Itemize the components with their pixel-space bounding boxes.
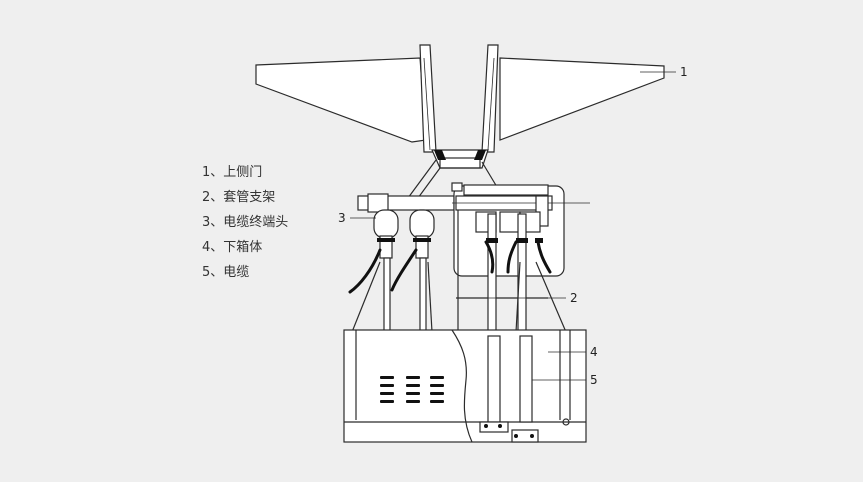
- legend-item: 2、套管支架: [202, 185, 288, 210]
- legend-number: 4、: [202, 240, 224, 255]
- upper-side-door-right: [481, 44, 665, 153]
- parts-legend: 1、上侧门 2、套管支架 3、电缆终端头 4、下箱体 5、电缆: [202, 160, 288, 285]
- legend-number: 2、: [202, 190, 224, 205]
- callout-5: 5: [590, 373, 598, 387]
- callout-leaders: [350, 71, 676, 381]
- callout-3: 3: [338, 211, 346, 225]
- callout-2: 2: [570, 291, 578, 305]
- legend-item: 5、电缆: [202, 260, 288, 285]
- callout-4: 4: [590, 345, 598, 359]
- cable-termination-left: [373, 209, 399, 333]
- legend-label: 套管支架: [223, 190, 276, 205]
- vent-grille: [380, 376, 444, 403]
- legend-label: 电缆终端头: [223, 215, 289, 230]
- support-struts: [351, 261, 567, 333]
- legend-label: 上侧门: [223, 165, 263, 180]
- legend-number: 5、: [202, 265, 224, 280]
- inner-terminations: [475, 211, 543, 335]
- upper-side-door-left: [255, 44, 437, 153]
- cable-conduits: [479, 335, 539, 443]
- legend-item: 3、电缆终端头: [202, 210, 288, 235]
- cables: [348, 240, 552, 294]
- legend-item: 4、下箱体: [202, 235, 288, 260]
- legend-item: 1、上侧门: [202, 160, 288, 185]
- legend-label: 下箱体: [223, 240, 263, 255]
- legend-number: 1、: [202, 165, 224, 180]
- callout-1: 1: [680, 65, 688, 79]
- legend-label: 电缆: [223, 265, 250, 280]
- legend-number: 3、: [202, 215, 224, 230]
